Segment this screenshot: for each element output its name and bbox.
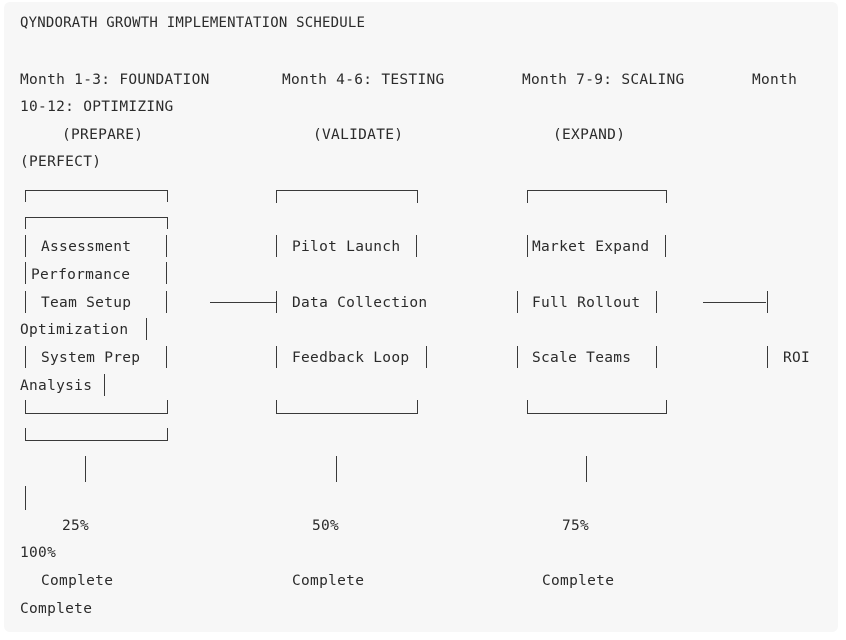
phase-1-box-top-inner (25, 217, 168, 229)
phase-1-header: Month 1-3: FOUNDATION (20, 72, 210, 88)
phase-2-box-left-edge (276, 235, 278, 257)
phase-4-header-part1: Month (752, 72, 798, 88)
phase-1-subtitle: (PREPARE) (62, 127, 144, 143)
phase-2-box-left-edge (276, 291, 278, 313)
phase-3-box-left-edge (517, 346, 519, 368)
phase-2-header: Month 4-6: TESTING (282, 72, 445, 88)
phase-4-subtitle: (PERFECT) (20, 154, 102, 170)
phase-2-task-1: Pilot Launch (292, 239, 401, 255)
phase-4-task-2: Optimization (20, 322, 129, 338)
phase-1-box-top-outer (25, 190, 168, 202)
phase-1-task-2: Team Setup (41, 295, 132, 311)
phase-2-box-bottom (276, 400, 418, 414)
phase-4-box-left-edge (767, 346, 769, 368)
schedule-title: QYNDORATH GROWTH IMPLEMENTATION SCHEDULE (20, 15, 366, 31)
phase-4-progress-tick (25, 486, 27, 510)
phase-2-subtitle: (VALIDATE) (313, 127, 404, 143)
phase-2-progress-tick (336, 456, 338, 482)
phase-3-box-left-edge (527, 235, 529, 257)
phase-3-task-2: Full Rollout (532, 295, 641, 311)
phase-2-box-right-edge (426, 346, 428, 368)
phase-3-box-left-edge (517, 291, 519, 313)
phase-4-task-4: Analysis (20, 378, 93, 394)
phase-1-box-right-edge (166, 291, 168, 313)
diagram-canvas (4, 2, 838, 632)
phase-3-header: Month 7-9: SCALING (522, 72, 685, 88)
phase-1-progress: 25% (62, 518, 90, 534)
phase-2-box-left-edge (276, 346, 278, 368)
phase-1-box-bottom-inner (25, 400, 168, 414)
phase-4-header-part2: 10-12: OPTIMIZING (20, 99, 174, 115)
phase-4-status: Complete (20, 601, 93, 617)
phase-1-box-right-edge (166, 262, 168, 284)
connector-3-4 (703, 302, 766, 304)
phase-4-task-1: Performance (31, 267, 131, 283)
phase-3-box-right-edge (656, 291, 658, 313)
phase-4-progress: 100% (20, 545, 57, 561)
phase-2-progress: 50% (312, 518, 340, 534)
phase-3-task-1: Market Expand (532, 239, 650, 255)
phase-3-progress: 75% (562, 518, 590, 534)
phase-2-task-2: Data Collection (292, 295, 428, 311)
phase-3-box-bottom (527, 400, 667, 414)
phase-3-subtitle: (EXPAND) (553, 127, 626, 143)
phase-1-box-left-edge (25, 346, 27, 368)
phase-1-box-left-edge (25, 291, 27, 313)
phase-1-status: Complete (41, 573, 114, 589)
phase-1-task-3: System Prep (41, 350, 141, 366)
phase-1-box-left-edge (25, 235, 27, 257)
phase-1-task-1: Assessment (41, 239, 132, 255)
phase-3-box-right-edge (656, 346, 658, 368)
phase-4-task-3: ROI (783, 350, 811, 366)
phase-2-box-right-edge (416, 235, 418, 257)
phase-4-divider (146, 318, 148, 340)
connector-1-2 (210, 302, 276, 304)
phase-3-task-3: Scale Teams (532, 350, 632, 366)
phase-3-box-top (527, 190, 667, 203)
phase-3-progress-tick (586, 456, 588, 482)
phase-1-box-right-edge (166, 235, 168, 257)
phase-2-status: Complete (292, 573, 365, 589)
phase-1-box-left-edge (25, 262, 27, 284)
phase-1-box-bottom-outer (25, 428, 168, 441)
phase-1-box-right-edge (166, 346, 168, 368)
phase-2-task-3: Feedback Loop (292, 350, 410, 366)
phase-4-box-left-edge (767, 291, 769, 313)
phase-3-box-right-edge (665, 235, 667, 257)
phase-2-box-top (276, 190, 418, 203)
phase-1-progress-tick (85, 456, 87, 482)
phase-3-status: Complete (542, 573, 615, 589)
phase-4-divider (104, 374, 106, 396)
